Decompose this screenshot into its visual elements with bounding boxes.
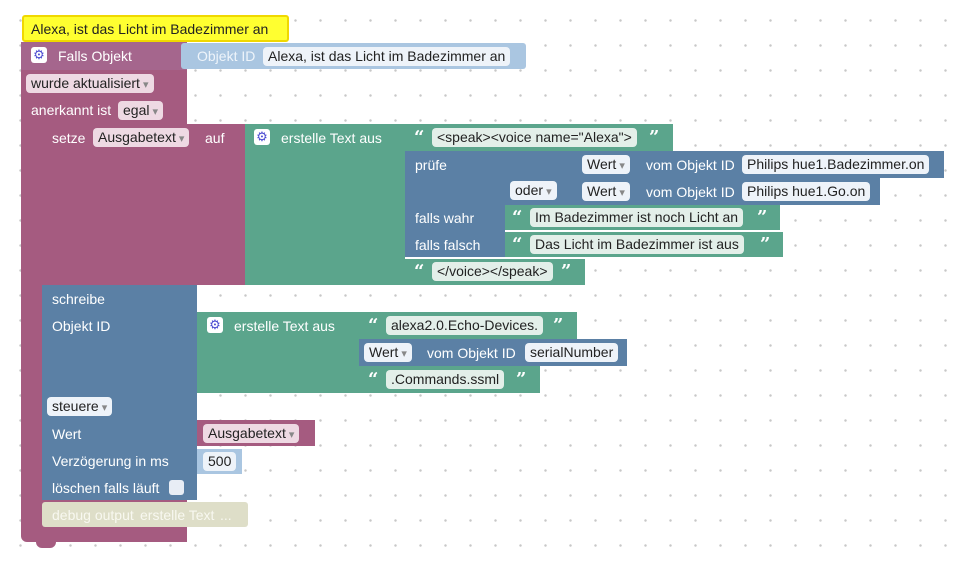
write-object-id[interactable]: serialNumber (525, 343, 619, 362)
object-id-2[interactable]: Philips hue1.Go.on (742, 182, 871, 201)
prop-dropdown-2[interactable]: Wert (582, 182, 630, 201)
text-join-input-1[interactable]: “ <speak><voice name="Alexa"> ” (405, 124, 673, 151)
text-join-input-3[interactable]: “ </voice></speak> ” (405, 259, 585, 285)
value-variable-block[interactable]: Ausgabetext (197, 420, 315, 446)
trigger-objekt-id-value[interactable]: Alexa, ist das Licht im Badezimmer an (263, 47, 511, 66)
write-get-state-block[interactable]: Wert vom Objekt ID serialNumber (359, 339, 627, 366)
close-quote-icon: ” (516, 369, 527, 390)
clear-checkbox[interactable] (169, 480, 184, 495)
get-state-block-2[interactable]: Wert vom Objekt ID Philips hue1.Go.on (577, 178, 880, 205)
debug-block-disabled[interactable]: debug output erstelle Text ... (42, 502, 248, 527)
to-label: auf (205, 130, 225, 146)
write-prop-dropdown[interactable]: Wert (364, 343, 412, 362)
text-join-block[interactable]: ⚙ erstelle Text aus (245, 124, 405, 285)
write-create-text-label: erstelle Text aus (234, 318, 335, 334)
false-text-literal[interactable]: Das Licht im Badezimmer ist aus (530, 235, 744, 254)
close-quote-icon: ” (649, 127, 660, 148)
debug-label: debug output (52, 507, 134, 523)
write-objekt-id-label: Objekt ID (52, 318, 111, 334)
ack-dropdown[interactable]: egal (118, 101, 164, 120)
open-quote-icon: “ (368, 315, 379, 336)
delay-number-block[interactable]: 500 (197, 449, 242, 474)
or-block[interactable]: oder (505, 151, 577, 205)
open-quote-icon: “ (512, 234, 523, 255)
trigger-bottom-tab (36, 540, 56, 548)
write-clear-label: löschen falls läuft (52, 480, 160, 496)
write-from-object-label: vom Objekt ID (427, 345, 516, 361)
debug-text-label: erstelle Text (140, 507, 215, 523)
delay-number-input[interactable]: 500 (203, 452, 237, 471)
write-delay-label: Verzögerung in ms (52, 453, 169, 469)
object-id-1[interactable]: Philips hue1.Badezimmer.on (742, 155, 930, 174)
ack-label: anerkannt ist (31, 102, 112, 118)
write-label: schreibe (52, 291, 105, 307)
comment-text: Alexa, ist das Licht im Badezimmer an (31, 21, 269, 37)
from-object-label-1: vom Objekt ID (646, 157, 735, 173)
text-literal-1[interactable]: <speak><voice name="Alexa"> (432, 128, 637, 147)
open-quote-icon: “ (414, 127, 425, 148)
trigger-objekt-id-field[interactable]: Objekt ID Alexa, ist das Licht im Badezi… (181, 43, 526, 69)
true-text-literal[interactable]: Im Badezimmer ist noch Licht an (530, 208, 744, 227)
write-block[interactable]: schreibe Objekt ID steuere Wert Verzöger… (42, 285, 197, 500)
true-text-block[interactable]: “ Im Badezimmer ist noch Licht an ” (505, 205, 780, 230)
value-variable-dropdown[interactable]: Ausgabetext (203, 424, 300, 443)
close-quote-icon: ” (760, 234, 771, 255)
close-quote-icon: ” (757, 207, 768, 228)
write-text-input-3[interactable]: “ .Commands.ssml ” (359, 366, 540, 393)
or-dropdown[interactable]: oder (510, 181, 557, 200)
write-text-literal-1[interactable]: alexa2.0.Echo-Devices. (386, 316, 544, 335)
from-object-label-2: vom Objekt ID (646, 184, 735, 200)
write-text-literal-2[interactable]: .Commands.ssml (386, 370, 505, 389)
open-quote-icon: “ (512, 207, 523, 228)
trigger-header[interactable]: ⚙ Falls Objekt (21, 42, 187, 70)
gear-icon[interactable]: ⚙ (254, 129, 270, 145)
write-text-join-block[interactable]: ⚙ erstelle Text aus (197, 312, 359, 393)
get-state-block-1[interactable]: Wert vom Objekt ID Philips hue1.Badezimm… (577, 151, 944, 178)
create-text-label: erstelle Text aus (281, 130, 382, 146)
trigger-label: Falls Objekt (58, 48, 132, 64)
prop-dropdown-1[interactable]: Wert (582, 155, 630, 174)
true-label: falls wahr (415, 210, 475, 226)
set-label: setze (52, 130, 86, 146)
close-quote-icon: ” (561, 261, 572, 282)
gear-icon[interactable]: ⚙ (31, 47, 47, 63)
close-quote-icon: ” (553, 315, 564, 336)
open-quote-icon: “ (368, 369, 379, 390)
text-literal-2[interactable]: </voice></speak> (432, 262, 553, 281)
comment-block[interactable]: Alexa, ist das Licht im Badezimmer an (22, 15, 289, 42)
gear-icon[interactable]: ⚙ (207, 317, 223, 333)
set-variable-dropdown[interactable]: Ausgabetext (93, 128, 190, 147)
open-quote-icon: “ (414, 261, 425, 282)
ternary-block[interactable]: prüfe falls wahr falls falsch (405, 151, 505, 257)
debug-ellipsis: ... (220, 507, 232, 523)
write-mode-dropdown[interactable]: steuere (47, 397, 113, 416)
write-text-input-1[interactable]: “ alexa2.0.Echo-Devices. ” (359, 312, 577, 339)
write-value-label: Wert (52, 426, 82, 442)
objekt-id-label: Objekt ID (197, 48, 256, 64)
event-dropdown[interactable]: wurde aktualisiert (26, 74, 154, 93)
false-label: falls falsch (415, 237, 481, 253)
check-label: prüfe (415, 157, 447, 173)
set-variable-block[interactable]: setze Ausgabetext auf (42, 124, 245, 285)
false-text-block[interactable]: “ Das Licht im Badezimmer ist aus ” (505, 232, 783, 257)
